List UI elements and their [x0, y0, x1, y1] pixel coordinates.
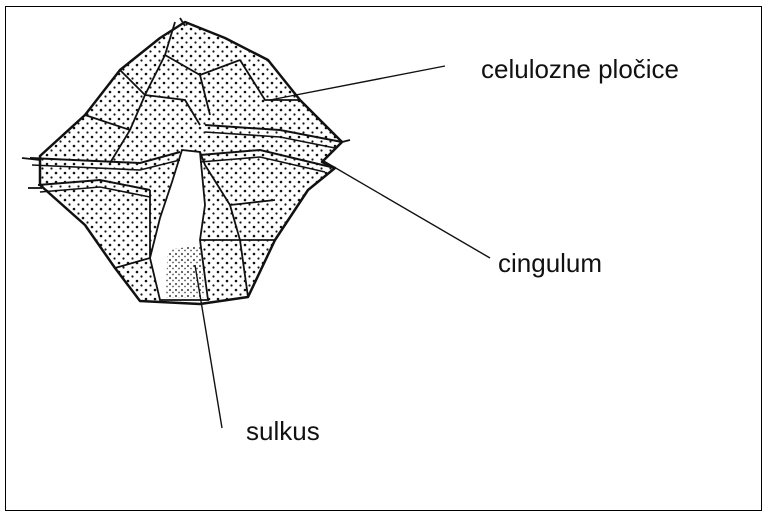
label-sulkus: sulkus — [246, 418, 320, 444]
label-cellulose-plates: celulozne pločice — [481, 56, 679, 82]
label-cingulum: cingulum — [498, 250, 602, 276]
leader-line-plates — [270, 66, 445, 100]
leader-line-cingulum — [322, 160, 490, 258]
